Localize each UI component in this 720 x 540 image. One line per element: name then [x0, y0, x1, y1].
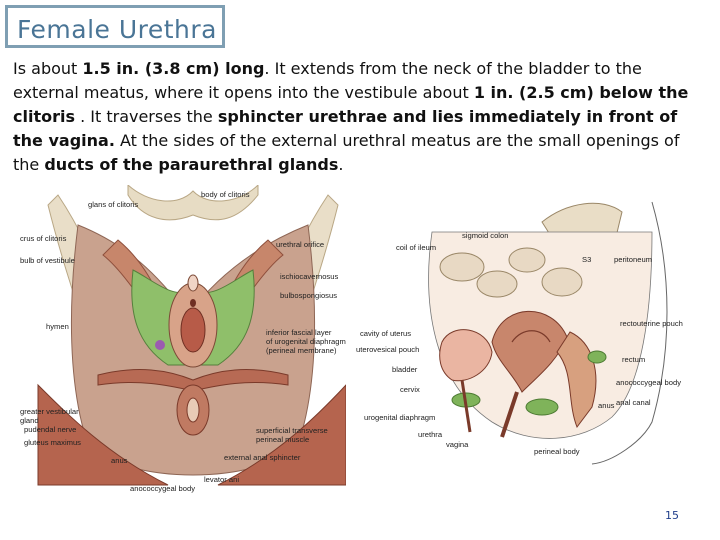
lbl-hymen: hymen: [46, 322, 69, 331]
lbl-cavity-of-uterus: cavity of uterus: [360, 329, 411, 338]
lbl-anus: anus: [111, 456, 128, 465]
page-number: 15: [665, 509, 679, 522]
lbl-rectum: rectum: [622, 355, 645, 364]
lbl-anal-canal: anal canal: [616, 398, 651, 407]
lbl-crus-of-clitoris: crus of clitoris: [20, 234, 67, 243]
lbl-inferior-fascial-1: inferior fascial layer: [266, 328, 332, 337]
lbl-anococcygeal-body-r: anococcygeal body: [616, 378, 681, 387]
perineum-illustration: body of clitoris glans of clitoris crus …: [18, 185, 346, 497]
sagittal-section-illustration: sigmoid colon coil of ileum S3 peritoneu…: [352, 192, 710, 472]
title-box: Female Urethra: [5, 5, 225, 48]
lbl-glans-of-clitoris: glans of clitoris: [88, 200, 138, 209]
para-s7: At the sides of the external urethral me…: [13, 131, 680, 174]
lbl-anococcygeal-body: anococcygeal body: [130, 484, 195, 493]
para-s8: ducts of the paraurethral glands: [44, 155, 339, 174]
lbl-bladder: bladder: [392, 365, 418, 374]
lbl-anus-r: anus: [598, 401, 615, 410]
lbl-inferior-fascial-3: (perineal membrane): [266, 346, 337, 355]
lbl-rectouterine-pouch: rectouterine pouch: [620, 319, 683, 328]
para-s6: sphincter urethrae and lies immediately …: [13, 107, 678, 150]
lbl-uterovesical-pouch: uterovesical pouch: [356, 345, 419, 354]
lbl-gluteus-maximus: gluteus maximus: [24, 438, 81, 447]
lbl-inferior-fascial-2: of urogenital diaphragm: [266, 337, 346, 346]
para-s5: . It traverses the: [75, 107, 218, 126]
lbl-ischiocavernosus: ischiocavernosus: [280, 272, 338, 281]
lbl-vagina: vagina: [446, 440, 469, 449]
para-s1: Is about: [13, 59, 83, 78]
para-s2: 1.5 in. (3.8 cm) long: [82, 59, 265, 78]
lbl-bulbospongiosus: bulbospongiosus: [280, 291, 337, 300]
lbl-pudendal-nerve: pudendal nerve: [24, 425, 76, 434]
lbl-s3: S3: [582, 255, 591, 264]
lbl-perineal-body: perineal body: [534, 447, 580, 456]
lbl-body-of-clitoris: body of clitoris: [201, 190, 250, 199]
lbl-cervix: cervix: [400, 385, 420, 394]
lbl-urogenital-diaphragm: urogenital diaphragm: [364, 413, 435, 422]
lbl-external-anal-sphincter: external anal sphincter: [224, 453, 301, 462]
lbl-urethra: urethra: [418, 430, 443, 439]
slide-title: Female Urethra: [17, 15, 217, 44]
lbl-levator-ani: levator ani: [204, 475, 239, 484]
para-s3: . It extends from the neck of the bladde…: [13, 59, 642, 102]
body-paragraph: Is about 1.5 in. (3.8 cm) long. It exten…: [13, 57, 708, 177]
lbl-bulb-of-vestibule: bulb of vestibule: [20, 256, 75, 265]
lbl-coil-of-ileum: coil of ileum: [396, 243, 436, 252]
para-s9: .: [338, 155, 344, 174]
lbl-greater-vestibular-1: greater vestibular: [20, 407, 79, 416]
lbl-superficial-2: perineal muscle: [256, 435, 309, 444]
lbl-urethral-orifice: urethral orifice: [276, 240, 324, 249]
lbl-peritoneum: peritoneum: [614, 255, 652, 264]
lbl-greater-vestibular-2: gland: [20, 416, 39, 425]
para-s4: 1 in. (2.5 cm) below the clitoris: [13, 83, 689, 126]
lbl-superficial-1: superficial transverse: [256, 426, 328, 435]
lbl-sigmoid-colon: sigmoid colon: [462, 231, 508, 240]
